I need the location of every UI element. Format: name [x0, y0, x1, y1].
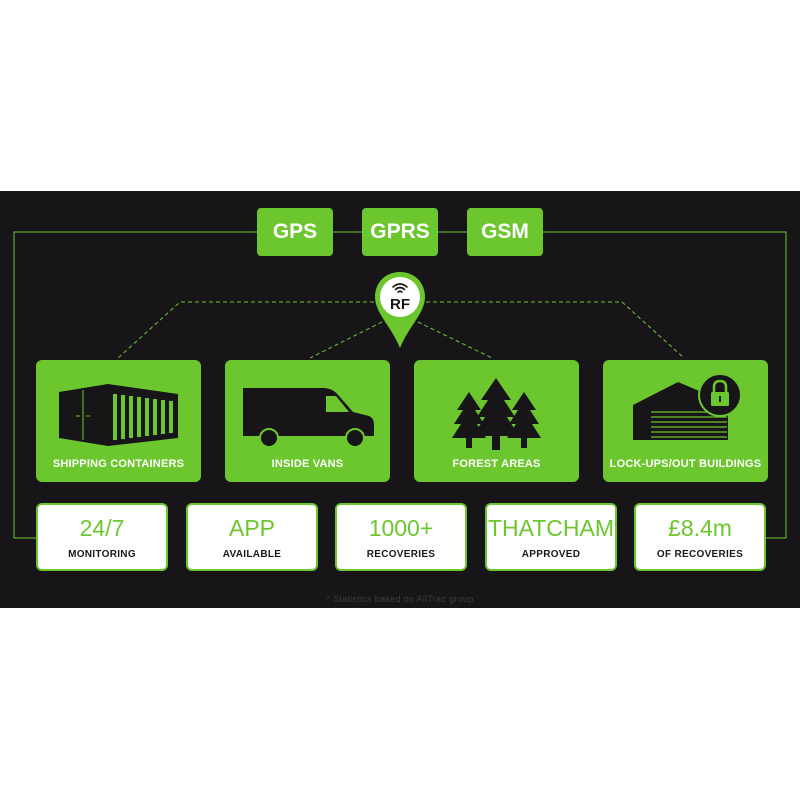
stat-caption: OF RECOVERIES	[656, 549, 744, 560]
forest-icon	[452, 378, 541, 450]
stat-caption: APPROVED	[521, 549, 581, 560]
stat-caption: MONITORING	[68, 549, 136, 560]
gprs-badge: GPRS	[362, 208, 438, 256]
garage-lock-icon	[633, 373, 742, 440]
stat-value: 24/7	[79, 515, 125, 541]
stat-value: THATCHAM	[487, 515, 615, 541]
stat-app: APP AVAILABLE	[186, 503, 318, 571]
card-inside-vans: INSIDE VANS	[225, 360, 390, 482]
rf-pin-icon: RF	[373, 270, 427, 350]
stat-monitoring: 24/7 MONITORING	[36, 503, 168, 571]
stat-value-recovered: £8.4m OF RECOVERIES	[634, 503, 766, 571]
stat-recoveries: 1000+ RECOVERIES	[335, 503, 467, 571]
rf-label: RF	[390, 296, 410, 313]
footnote: * Statistics based on AllTrac group	[326, 594, 474, 604]
card-label: FOREST AREAS	[452, 458, 541, 470]
card-shipping-containers: SHIPPING CONTAINERS	[36, 360, 201, 482]
stat-caption: AVAILABLE	[222, 549, 282, 560]
card-label: LOCK-UPS/OUT BUILDINGS	[609, 458, 762, 470]
gps-badge: GPS	[257, 208, 333, 256]
stat-value: £8.4m	[668, 515, 732, 541]
card-forest-areas: FOREST AREAS	[414, 360, 579, 482]
card-label: INSIDE VANS	[271, 458, 344, 470]
shipping-container-icon	[59, 384, 178, 446]
gsm-badge: GSM	[467, 208, 543, 256]
van-icon	[243, 388, 374, 448]
card-label: SHIPPING CONTAINERS	[52, 458, 185, 470]
stat-value: 1000+	[368, 515, 434, 541]
stat-thatcham: THATCHAM APPROVED	[485, 503, 617, 571]
card-lock-ups: LOCK-UPS/OUT BUILDINGS	[603, 360, 768, 482]
wireless-signal-icon	[392, 283, 408, 293]
stat-value: APP	[228, 515, 276, 541]
stat-caption: RECOVERIES	[366, 549, 436, 560]
